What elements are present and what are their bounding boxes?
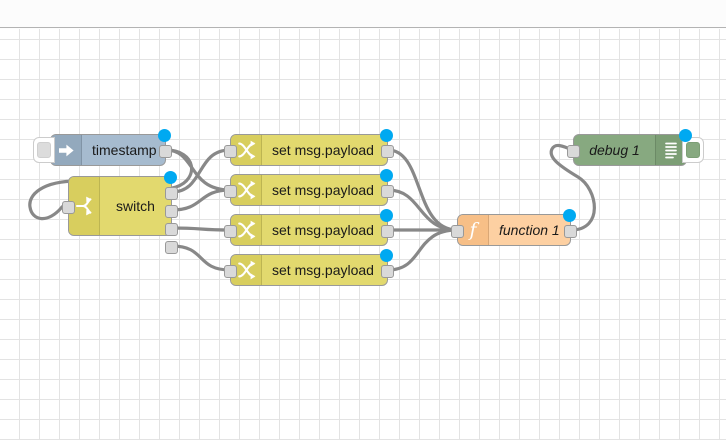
change-2-output-port[interactable] [381, 184, 394, 198]
function-node-label: function 1 [499, 222, 560, 238]
change-node-label: set msg.payload [272, 142, 374, 158]
node-change-1[interactable]: set msg.payload [224, 129, 394, 166]
node-inject-timestamp[interactable]: timestamp [33, 129, 172, 166]
change-4-input-port[interactable] [224, 264, 237, 278]
function-status-dot [563, 209, 576, 222]
wire-layer [28, 143, 596, 272]
link-switch3-to-change3[interactable] [170, 226, 232, 232]
change-4-status-dot [380, 249, 393, 262]
svg-text:f: f [467, 219, 479, 241]
switch-output-port-2[interactable] [165, 204, 178, 218]
switch-status-dot [164, 171, 177, 184]
node-debug-1[interactable]: debug 1 [567, 129, 704, 166]
debug-input-port[interactable] [567, 144, 580, 158]
debug-status-dot [679, 129, 692, 142]
inject-trigger-pad [37, 142, 51, 158]
switch-output-port-4[interactable] [165, 240, 178, 254]
change-3-input-port[interactable] [224, 224, 237, 238]
editor-header-strip [0, 0, 726, 28]
change-3-status-dot [380, 209, 393, 222]
node-change-3[interactable]: set msg.payload [224, 209, 394, 246]
switch-input-port[interactable] [62, 200, 75, 214]
function-input-port[interactable] [451, 224, 464, 238]
change-swap-icon [231, 135, 262, 165]
switch-node-label: switch [116, 198, 155, 214]
link-switch1-to-change1[interactable] [170, 148, 232, 194]
change-1-output-port[interactable] [381, 144, 394, 158]
change-swap-icon [231, 215, 262, 245]
link-change4-to-function[interactable] [386, 228, 459, 272]
inject-node-label: timestamp [92, 142, 157, 158]
change-3-output-port[interactable] [381, 224, 394, 238]
link-function-to-debug[interactable] [549, 143, 596, 232]
node-layer: timestamp switc [0, 29, 726, 440]
function-output-port[interactable] [564, 224, 577, 238]
change-node-label: set msg.payload [272, 182, 374, 198]
debug-node-label: debug 1 [589, 142, 640, 158]
flow-canvas[interactable]: timestamp switc [0, 29, 726, 440]
debug-toggle-button[interactable] [682, 137, 704, 163]
change-2-input-port[interactable] [224, 184, 237, 198]
node-change-4[interactable]: set msg.payload [224, 249, 394, 286]
function-f-icon: f [458, 215, 489, 245]
inject-status-dot [158, 129, 171, 142]
inject-arrow-icon [51, 135, 82, 165]
link-switch4-to-change4[interactable] [170, 244, 232, 272]
link-switch2-to-change2[interactable] [170, 188, 232, 212]
node-change-2[interactable]: set msg.payload [224, 169, 394, 206]
change-node-label: set msg.payload [272, 222, 374, 238]
switch-output-port-3[interactable] [165, 222, 178, 236]
change-1-input-port[interactable] [224, 144, 237, 158]
switch-output-port-1[interactable] [165, 186, 178, 200]
change-1-status-dot [380, 129, 393, 142]
change-4-output-port[interactable] [381, 264, 394, 278]
inject-trigger-button[interactable] [33, 137, 55, 163]
debug-toggle-pad [686, 142, 700, 158]
node-switch[interactable]: switch [62, 171, 178, 254]
change-2-status-dot [380, 169, 393, 182]
change-node-label: set msg.payload [272, 262, 374, 278]
node-function-1[interactable]: f function 1 [451, 209, 577, 246]
link-inject-to-change2[interactable] [164, 148, 232, 192]
inject-output-port[interactable] [159, 144, 172, 158]
